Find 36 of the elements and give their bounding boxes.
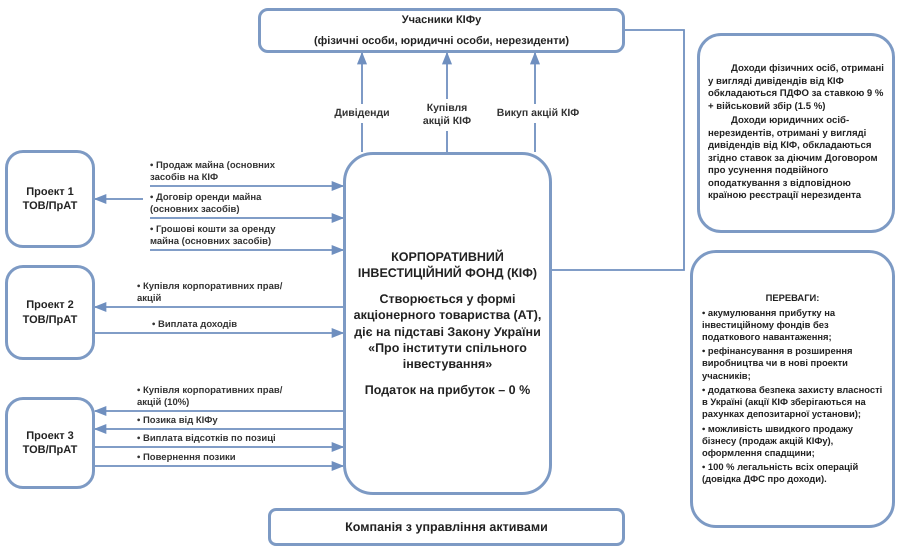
node-text: (фізичні особи, юридичні особи, нерезиденти) (314, 34, 570, 48)
arrow (94, 406, 343, 416)
arrow (150, 212, 344, 224)
node-text: • рефінансування в розширення виробництва чи в нові проекти учасників; (702, 345, 854, 382)
node-text: • можливість швидкого продажу бізнесу (продаж акцій КІФу), оформлення спадщини; (702, 422, 854, 460)
arrow (150, 180, 344, 192)
process-box (5, 150, 95, 248)
process-box (268, 508, 625, 546)
arrow (95, 328, 344, 338)
arrow (94, 424, 343, 434)
node-text: Проект 1 ТОВ/ПрАТ (22, 184, 78, 214)
arrow (94, 194, 143, 204)
node-text: Компанія з управління активами (345, 518, 548, 536)
node-text: Створюється у формі акціонерного товариства (АТ), діє на підставі Закону України «Про інститути спільного інвестування» (352, 291, 542, 372)
node-text: • 100 % легальність всіх операцій (довідка ДФС про доходи). (702, 461, 860, 486)
node-heading: ПЕРЕВАГИ: (764, 292, 820, 305)
connector-line (552, 29, 685, 271)
node-text: • додаткова безпека захисту власності в Україні (акції КІФ зберігаються на рахунках депозитарної установи); (702, 384, 883, 421)
node-heading: Учасники КІФу (402, 13, 482, 28)
process-box (343, 152, 552, 495)
arrow (95, 460, 344, 472)
arrow (150, 244, 344, 256)
node-text: Проект 3 ТОВ/ПрАТ (22, 428, 78, 458)
process-box (5, 397, 95, 489)
process-box (258, 8, 625, 53)
node-text: Податок на прибуток – 0 % (364, 382, 530, 398)
node-text: Проект 2 ТОВ/ПрАТ (22, 298, 78, 327)
node-heading: КОРПОРАТИВНИЙ ІНВЕСТИЦІЙНИЙ ФОНД (КІФ) (356, 248, 538, 281)
process-box (5, 265, 95, 360)
process-box (690, 250, 895, 528)
process-box (697, 33, 895, 233)
arrow (95, 442, 344, 452)
node-text: Доходи юридичних осіб-нерезидентів, отримані у вигляді дивідендів від КІФ, обкладаються згідно ставок за діючим Договором про усунення подвійного оподаткування з відповідною країною реєстрації нерезидента (708, 115, 879, 203)
arrow (94, 302, 343, 312)
node-text: Доходи фізичних осіб, отримані у вигляді дивідендів від КІФ обкладаються ПДФО за ставкою 9 % + військовий збір (1.5 %) (708, 63, 884, 114)
node-text: • акумулювання прибутку на інвестиційному фондів без податкового навантаження; (702, 306, 836, 344)
